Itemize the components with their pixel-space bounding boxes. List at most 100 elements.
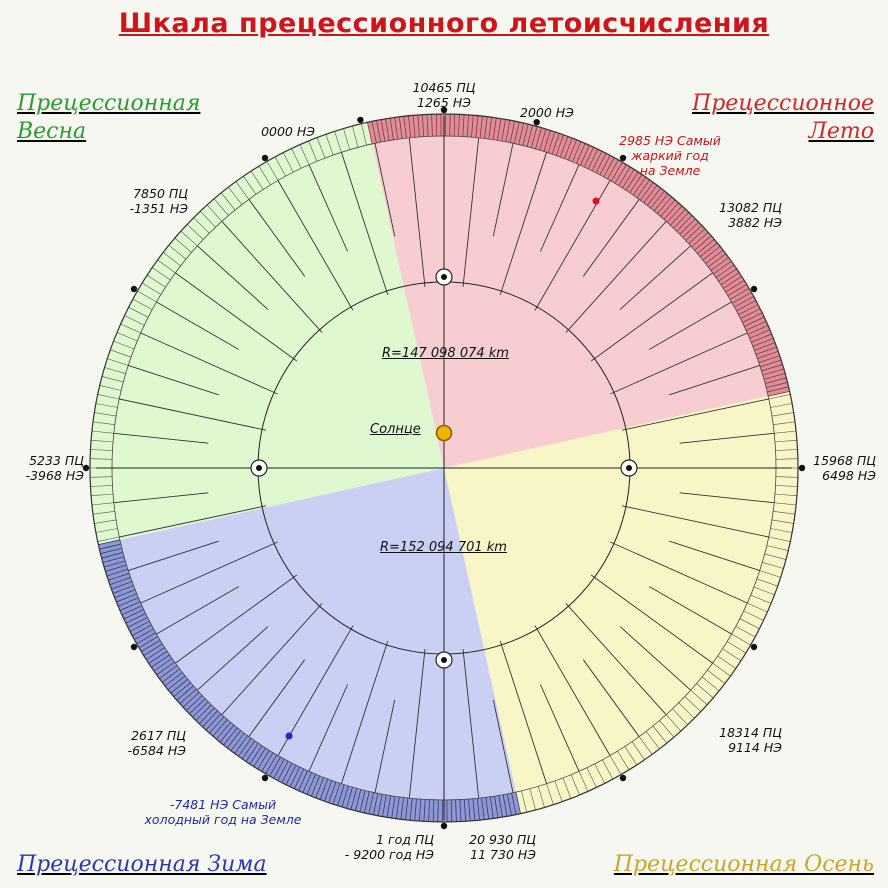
scale-tick — [766, 545, 789, 551]
label-20930-ne: 11 730 НЭ — [470, 847, 536, 862]
season-winter-label: Прецессионная Зима — [17, 851, 267, 879]
scale-tick — [679, 492, 775, 504]
scale-tick — [277, 760, 289, 781]
label-10465-pc: 10465 ПЦ — [412, 80, 476, 95]
scale-marker-dot — [440, 822, 448, 830]
scale-tick — [196, 245, 269, 310]
scale-tick — [377, 794, 383, 816]
scale-tick — [738, 304, 759, 316]
scale-marker-dot — [82, 464, 90, 472]
scale-tick — [261, 752, 274, 772]
scale-tick — [636, 179, 650, 198]
scale-tick — [273, 758, 285, 779]
scale-tick — [106, 568, 128, 577]
scale-tick — [595, 153, 607, 173]
scale-tick — [340, 152, 389, 296]
scale-tick — [499, 152, 548, 296]
scale-tick — [405, 797, 409, 820]
scale-tick — [768, 391, 790, 397]
scale-tick — [134, 628, 154, 640]
scale-tick — [742, 312, 763, 323]
scale-tick — [426, 114, 429, 137]
label-5233-ne: -3968 НЭ — [25, 468, 84, 483]
scale-tick — [227, 730, 241, 749]
season-spring-label: Прецессионная Весна — [17, 90, 200, 146]
scale-tick — [324, 780, 333, 802]
scale-tick — [565, 602, 667, 716]
scale-tick — [691, 232, 709, 248]
scale-tick — [291, 148, 302, 169]
scale-tick — [128, 540, 219, 572]
scale-tick — [559, 136, 569, 158]
label-5233: 5233 ПЦ -3968 НЭ — [0, 453, 84, 483]
scale-tick — [156, 301, 240, 350]
scale-tick — [498, 795, 503, 818]
scale-tick — [594, 763, 605, 784]
scale-tick — [111, 581, 133, 590]
scale-tick — [403, 116, 407, 139]
scale-tick — [124, 315, 145, 326]
scale-tick — [539, 128, 547, 151]
scale-tick — [622, 169, 635, 189]
scale-tick — [747, 602, 768, 613]
scale-tick — [587, 149, 599, 170]
scale-tick — [710, 257, 729, 271]
scale-tick — [534, 625, 611, 756]
scale-tick — [718, 268, 737, 282]
scale-tick — [200, 210, 216, 228]
scale-tick — [128, 364, 219, 396]
scale-tick — [760, 359, 782, 368]
scale-tick — [645, 731, 660, 749]
scale-tick — [665, 714, 682, 732]
scale-tick — [92, 421, 115, 425]
sun-icon — [435, 424, 453, 442]
scale-tick — [176, 685, 194, 701]
scale-tick — [400, 797, 404, 820]
scale-tick — [99, 543, 121, 550]
scale-tick — [659, 720, 675, 738]
scale-tick — [458, 114, 460, 137]
scale-tick — [650, 190, 665, 209]
scale-tick — [771, 519, 794, 524]
scale-tick — [492, 117, 497, 140]
scale-tick — [274, 156, 286, 177]
scale-tick — [539, 164, 580, 252]
scale-tick — [463, 799, 466, 822]
dense-scale-band — [367, 113, 790, 397]
scale-tick — [306, 774, 316, 795]
label-15968-pc: 15968 ПЦ — [813, 453, 876, 468]
scale-tick — [90, 476, 113, 478]
scale-tick — [221, 220, 323, 334]
scale-tick — [729, 287, 750, 300]
scale-tick — [315, 777, 325, 799]
scale-tick — [157, 259, 176, 274]
scale-tick — [672, 708, 688, 726]
season-summer-label: Прецессионное Лето — [692, 90, 874, 146]
scale-tick — [688, 228, 706, 244]
scale-tick — [346, 787, 353, 809]
scale-tick — [727, 284, 747, 297]
scale-tick — [720, 272, 740, 286]
scale-tick — [763, 373, 786, 380]
scale-tick — [761, 364, 783, 372]
note-hottest-line2: жаркий год — [631, 148, 709, 163]
scale-tick — [238, 738, 252, 757]
scale-tick — [607, 159, 619, 180]
scale-tick — [543, 130, 551, 152]
scale-tick — [518, 123, 524, 145]
scale-tick — [648, 301, 732, 350]
scale-tick — [770, 403, 793, 408]
scale-tick — [235, 181, 250, 200]
scale-tick — [212, 719, 228, 737]
scale-tick — [152, 267, 171, 281]
scale-tick — [113, 492, 209, 504]
scale-tick — [94, 412, 117, 417]
label-2000: 2000 НЭ — [520, 105, 574, 120]
scale-tick — [123, 609, 144, 620]
scale-tick — [257, 750, 270, 770]
scale-tick — [586, 767, 597, 788]
scale-tick — [660, 199, 676, 217]
scale-tick — [90, 458, 113, 460]
scale-tick — [492, 143, 514, 237]
label-2000-ne: 2000 НЭ — [520, 105, 574, 120]
